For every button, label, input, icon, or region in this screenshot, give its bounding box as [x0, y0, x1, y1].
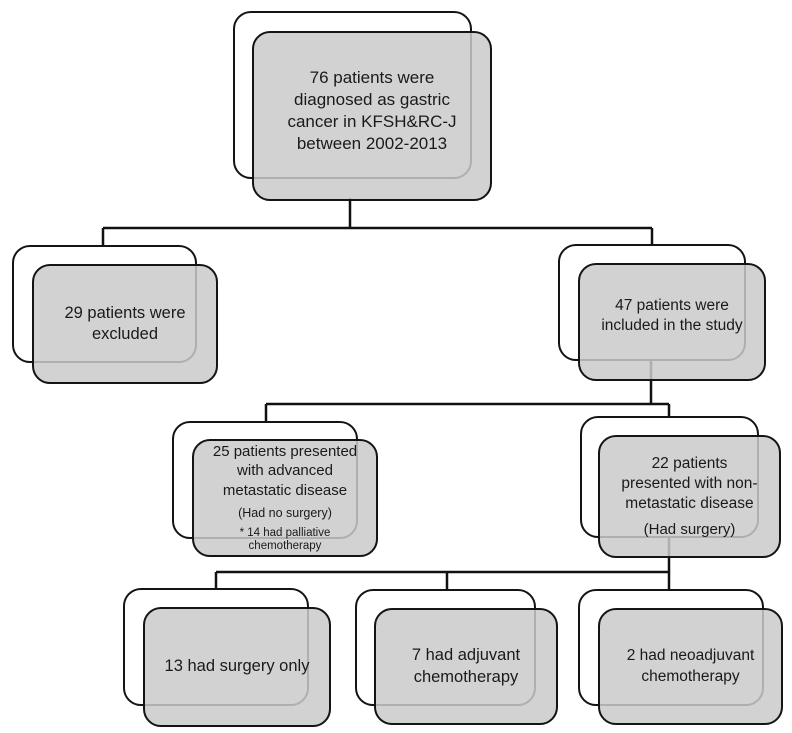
- node-diagnosed-text: 76 patients were diagnosed as gastric ca…: [287, 67, 457, 154]
- node-metastatic-note-chemo: * 14 had palliative chemotherapy: [239, 526, 331, 553]
- node-non-metastatic-text: 22 patients presented with non- metastat…: [621, 454, 758, 512]
- node-non-metastatic-note-surgery: (Had surgery): [643, 520, 736, 538]
- node-metastatic-note-surgery: (Had no surgery): [238, 506, 332, 521]
- node-excluded-text: 29 patients were excluded: [64, 303, 186, 343]
- node-neoadjuvant-text: 2 had neoadjuvant chemotherapy: [626, 647, 755, 685]
- node-metastatic-card: 25 patients presented with advanced meta…: [192, 439, 378, 557]
- node-adjuvant-text: 7 had adjuvant chemotherapy: [411, 646, 521, 686]
- node-neoadjuvant-card: 2 had neoadjuvant chemotherapy: [598, 608, 783, 725]
- node-surgery-only-card: 13 had surgery only: [143, 607, 331, 727]
- node-non-metastatic-card: 22 patients presented with non- metastat…: [598, 435, 781, 558]
- node-excluded-card: 29 patients were excluded: [32, 264, 218, 384]
- connector-tier1: [101, 198, 654, 252]
- node-diagnosed-card: 76 patients were diagnosed as gastric ca…: [252, 31, 492, 201]
- node-included-text: 47 patients were included in the study: [601, 296, 743, 334]
- node-adjuvant-card: 7 had adjuvant chemotherapy: [374, 608, 558, 725]
- node-surgery-only-text: 13 had surgery only: [164, 657, 310, 676]
- node-included-card: 47 patients were included in the study: [578, 263, 766, 381]
- node-metastatic-text: 25 patients presented with advanced meta…: [212, 442, 358, 499]
